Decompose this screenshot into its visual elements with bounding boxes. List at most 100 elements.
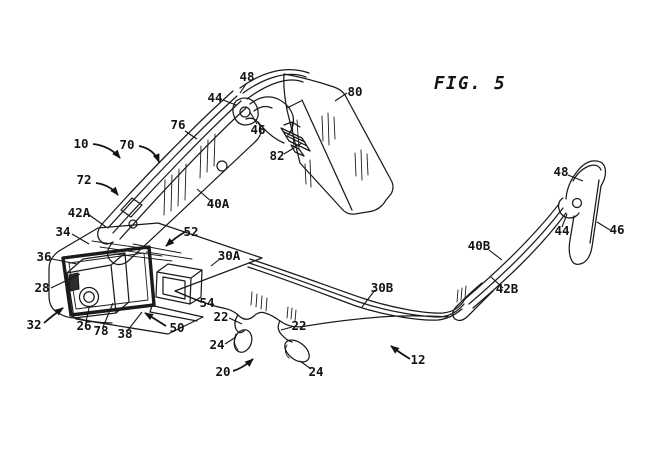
earpiece-bracket: [557, 197, 580, 219]
display-arm-housing-hatch: [163, 133, 216, 216]
ref-label-54: 54: [199, 295, 214, 310]
front-bezel-outer: [61, 245, 156, 317]
bar-hatch-ticks: [250, 285, 467, 322]
leader-line-22: [280, 326, 293, 331]
frame-brow-bar: [174, 258, 467, 328]
ref-label-82: 82: [269, 148, 284, 163]
ref-label-22: 22: [291, 318, 306, 333]
ref-label-48: 48: [553, 164, 568, 179]
ref-label-46: 46: [250, 122, 265, 137]
leader-line-30B: [361, 289, 376, 308]
nose-pad-right-inner: [284, 344, 290, 359]
hinge-knuckle: [232, 96, 295, 144]
leader-line-22: [228, 317, 243, 325]
earpiece-pivot: [571, 197, 583, 209]
leader-line-44: [222, 99, 237, 106]
ref-label-34: 34: [55, 224, 70, 239]
left-temple-arm: [97, 90, 262, 266]
leader-line-48: [567, 174, 584, 182]
display-connector-82: [280, 121, 311, 157]
leader-line-42B: [490, 276, 504, 289]
leader-line-78: [102, 302, 114, 328]
ref-label-38: 38: [117, 326, 132, 341]
bar-lines: [174, 258, 466, 328]
leader-line-30A: [210, 257, 222, 267]
ref-label-70: 70: [119, 137, 134, 152]
ref-label-28: 28: [34, 280, 49, 295]
leader-line-28: [50, 273, 81, 289]
direction-arrow-20: [232, 358, 254, 372]
camera-lens-outer: [78, 286, 100, 308]
ref-label-72: 72: [76, 172, 91, 187]
leader-line-40A: [196, 188, 213, 203]
leader-line-34: [71, 233, 90, 245]
ref-label-22: 22: [213, 309, 228, 324]
earpiece-blade: [565, 160, 607, 265]
figure-title: FIG. 5: [434, 74, 506, 94]
ref-label-50: 50: [169, 320, 184, 335]
nose-pads: [233, 314, 310, 363]
ref-label-44: 44: [207, 90, 222, 105]
leader-line-40B: [488, 249, 503, 261]
leader-line-76: [184, 130, 198, 140]
leader-line-42A: [87, 213, 107, 228]
leader-line-48: [239, 83, 247, 94]
ref-label-10: 10: [73, 136, 88, 151]
camera-lens-inner: [83, 291, 95, 303]
leader-line-46: [249, 111, 258, 125]
housing-screw-small: [128, 219, 138, 229]
right-earpiece: [557, 160, 607, 265]
ref-label-42B: 42B: [496, 281, 519, 296]
prism-outline: [283, 73, 394, 215]
ref-label-26: 26: [76, 318, 91, 333]
ref-label-46: 46: [609, 222, 624, 237]
direction-arrow-52: [165, 231, 186, 247]
ref-label-80: 80: [347, 84, 362, 99]
leader-line-54: [174, 290, 202, 303]
leader-line-82: [283, 142, 303, 155]
ref-label-78: 78: [93, 323, 108, 338]
leader-line-26: [85, 307, 90, 323]
direction-arrow-72: [95, 182, 119, 196]
leader-line-24: [224, 336, 237, 345]
base-plate-38: [70, 305, 204, 335]
display-prism: [280, 73, 394, 215]
glasses-line-art: [48, 69, 607, 363]
ref-label-32: 32: [26, 317, 41, 332]
ref-label-48: 48: [239, 69, 254, 84]
module-top-face: [58, 222, 263, 292]
direction-arrow-50: [144, 312, 167, 327]
right-temple-arm: [452, 203, 567, 322]
leader-line-38: [127, 311, 143, 331]
ref-label-52: 52: [183, 224, 198, 239]
temple-band-lines: [97, 90, 247, 245]
nose-pad-left-inner: [233, 333, 239, 351]
camera-box: [66, 252, 130, 319]
module-top-hatch: [91, 240, 193, 262]
ref-label-12: 12: [410, 352, 425, 367]
ref-label-76: 76: [170, 117, 185, 132]
prism-hatch: [291, 112, 369, 188]
leader-line-24: [299, 360, 312, 370]
ref-label-30B: 30B: [371, 280, 394, 295]
leader-lines-layer: [43, 83, 611, 372]
ref-label-40A: 40A: [207, 196, 230, 211]
ref-label-40B: 40B: [468, 238, 491, 253]
nose-stem-left: [234, 314, 245, 334]
leader-line-80: [334, 92, 348, 102]
front-bezel-inner: [68, 252, 149, 310]
leader-line-44: [561, 213, 568, 228]
mount-socket-54: [155, 263, 203, 305]
leader-line-46: [596, 221, 611, 231]
direction-arrow-12: [390, 345, 411, 360]
leader-line-36: [51, 258, 78, 265]
ref-label-30A: 30A: [218, 248, 241, 263]
ref-label-42A: 42A: [68, 205, 91, 220]
ref-label-24: 24: [308, 364, 323, 379]
temple-sleeve-42B: [452, 282, 494, 322]
direction-arrow-70: [138, 145, 160, 163]
ref-label-44: 44: [554, 223, 569, 238]
